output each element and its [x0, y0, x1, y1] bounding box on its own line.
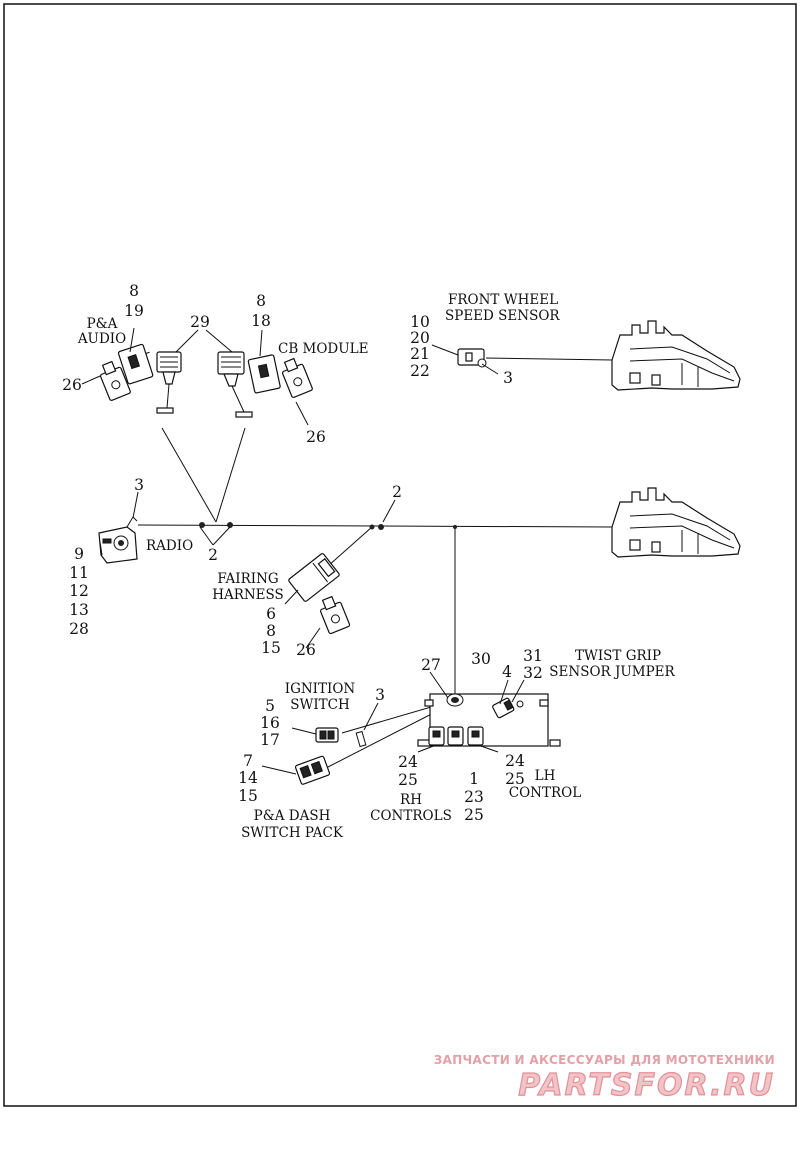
callout-30: 30	[471, 650, 491, 668]
callout-radio-clip: 3	[134, 476, 144, 494]
callout-speed-4: 22	[410, 362, 430, 380]
callout-radio-4: 13	[69, 601, 89, 619]
callout-rh-1: 24	[398, 753, 418, 771]
radio-label: RADIO	[146, 538, 193, 554]
dash-switch-label-line2: SWITCH PACK	[241, 825, 344, 841]
callout-radio-5: 28	[69, 620, 89, 638]
dash-switch-label-line1: P&A DASH	[254, 808, 331, 824]
pa-audio-label-line2: AUDIO	[77, 331, 126, 347]
callout-speed-1: 10	[410, 313, 430, 331]
callout-cb-2: 18	[251, 312, 271, 330]
watermark-tagline: ЗАПЧАСТИ И АКСЕССУАРЫ ДЛЯ МОТОТЕХНИКИ	[434, 1053, 775, 1067]
callout-center-2: 23	[464, 788, 484, 806]
callout-twist-1: 31	[523, 647, 543, 665]
callout-clip-left: 2	[208, 546, 218, 564]
twist-grip-connector	[492, 697, 515, 719]
fairing-harness-wire	[327, 526, 373, 567]
watermark-logo: PARTSFOR.RU	[518, 1068, 775, 1103]
callout-speed-3: 21	[410, 345, 430, 363]
callout-cb-bracket: 26	[306, 428, 326, 446]
cb-module-connector	[247, 354, 281, 394]
callout-twist-2: 32	[523, 664, 543, 682]
harness-clip-right	[369, 524, 457, 530]
speed-sensor-wire	[485, 357, 613, 361]
rh-controls-label-line1: RH	[400, 792, 422, 808]
callout-pa-audio-bracket: 26	[62, 376, 82, 394]
fairing-structure-upper	[611, 320, 741, 391]
callout-27: 27	[421, 656, 441, 674]
speed-sensor-label-line2: SPEED SENSOR	[445, 308, 560, 324]
callout-dash-3: 15	[238, 787, 258, 805]
fairing-bracket	[320, 595, 351, 635]
callout-center-3: 25	[464, 806, 484, 824]
callout-rh-2: 25	[398, 771, 418, 789]
connector-29-right	[217, 351, 253, 418]
callout-4: 4	[502, 663, 512, 681]
lh-control-label-line2: CONTROL	[509, 785, 581, 801]
twist-grip-label-line2: SENSOR JUMPER	[549, 664, 675, 680]
callout-ignition-2: 16	[260, 714, 280, 732]
pa-audio-wire	[161, 427, 217, 523]
fairing-harness-label-line2: HARNESS	[212, 587, 284, 603]
callout-cb-1: 8	[256, 292, 266, 310]
cb-module-label: CB MODULE	[278, 341, 368, 357]
ignition-switch-connector	[315, 727, 339, 743]
leader-lines	[81, 327, 525, 775]
pa-audio-label-line1: P&A	[87, 316, 118, 332]
callout-speed-clip: 3	[503, 369, 513, 387]
page-border	[3, 3, 797, 1107]
twist-grip-label-line1: TWIST GRIP	[575, 648, 661, 664]
callout-pa-audio-1: 8	[129, 282, 139, 300]
fairing-harness-label-line1: FAIRING	[217, 571, 278, 587]
callout-fairing-bracket: 26	[296, 641, 316, 659]
callout-center-1: 1	[469, 770, 479, 788]
callout-ignition-3: 17	[260, 731, 280, 749]
callout-ignition-1: 5	[265, 697, 275, 715]
cb-module-wire	[215, 427, 246, 523]
control-connectors	[428, 726, 484, 746]
fairing-structure-lower	[611, 487, 741, 558]
ignition-clip	[355, 730, 367, 748]
main-harness-wire	[137, 524, 613, 528]
speed-sensor-label-line1: FRONT WHEEL	[448, 292, 558, 308]
callout-radio-2: 11	[69, 564, 89, 582]
connector-29-left	[156, 351, 182, 414]
harness-clip-left	[199, 522, 233, 528]
callout-lh-1: 24	[505, 752, 525, 770]
cb-module-bracket	[282, 357, 313, 398]
callout-pa-audio-2: 19	[124, 302, 144, 320]
rh-controls-label-line2: CONTROLS	[370, 808, 452, 824]
callout-numbers: 8 19 26 29 8 18 26 10 20 21 22 3 3 9 11 …	[62, 282, 543, 824]
callout-fairing-2: 8	[266, 622, 276, 640]
fairing-harness-connector	[288, 553, 340, 602]
lh-control-panel	[417, 693, 561, 747]
callout-fairing-1: 6	[266, 605, 276, 623]
lh-control-label-line1: LH	[535, 768, 556, 784]
speed-sensor-connector	[457, 348, 487, 368]
ignition-switch-label-line2: SWITCH	[290, 697, 350, 713]
dash-switch-connector	[294, 755, 331, 785]
callout-ignition-clip: 3	[375, 686, 385, 704]
callout-connectors-29: 29	[190, 313, 210, 331]
component-labels: P&A AUDIO CB MODULE FRONT WHEEL SPEED SE…	[77, 292, 676, 841]
callout-radio-1: 9	[74, 545, 84, 563]
callout-fairing-3: 15	[261, 639, 281, 657]
callout-dash-2: 14	[238, 769, 258, 787]
callout-clip-right: 2	[392, 483, 402, 501]
ignition-switch-label-line1: IGNITION	[285, 681, 356, 697]
callout-dash-1: 7	[243, 752, 253, 770]
callout-lh-2: 25	[505, 770, 525, 788]
pa-audio-bracket	[100, 360, 131, 401]
radio-unit	[98, 516, 138, 564]
callout-radio-3: 12	[69, 582, 89, 600]
watermark: ЗАПЧАСТИ И АКСЕССУАРЫ ДЛЯ МОТОТЕХНИКИ PA…	[434, 1053, 775, 1104]
callout-speed-2: 20	[410, 329, 430, 347]
